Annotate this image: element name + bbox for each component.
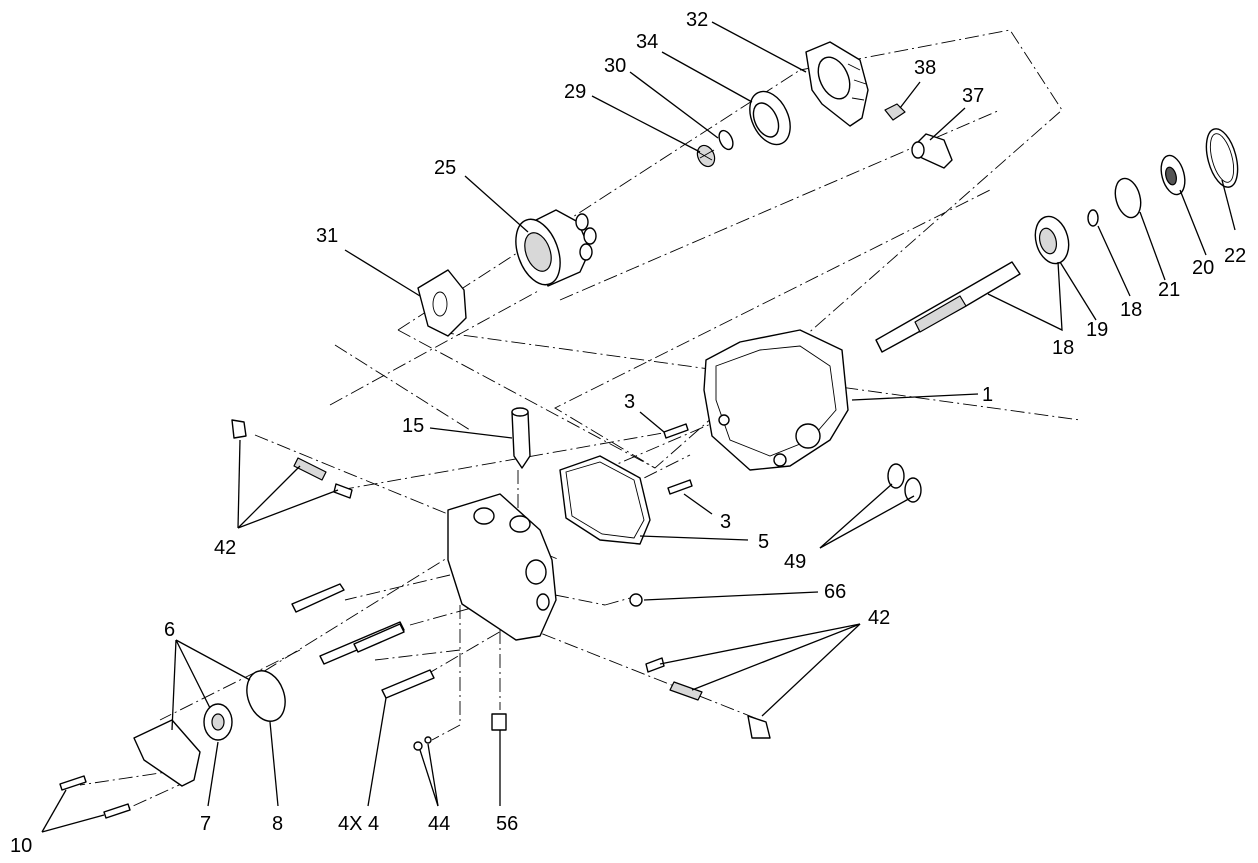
callout-37: 37	[962, 85, 984, 107]
callout-4x4: 4X 4	[338, 813, 379, 835]
part-5-gasket	[559, 455, 651, 545]
callout-25: 25	[434, 157, 456, 179]
callout-labels: 32 34 30 29 38 37 25 31 22 20 21 18 19 1…	[10, 9, 1246, 857]
part-18-washer	[1087, 209, 1099, 227]
callout-29: 29	[564, 81, 586, 103]
part-18-drive-shaft	[875, 261, 1021, 353]
callout-1: 1	[982, 384, 993, 406]
part-37-shaft	[911, 133, 953, 169]
callout-15: 15	[402, 415, 424, 437]
part-42-relief-valve-top	[231, 419, 353, 499]
callout-8: 8	[272, 813, 283, 835]
part-7-gerotor	[203, 703, 233, 741]
callout-42-lower: 42	[868, 607, 890, 629]
leader-lines	[41, 21, 1236, 833]
callout-18-shaft: 18	[1052, 337, 1074, 359]
callout-6: 6	[164, 619, 175, 641]
callout-18: 18	[1120, 299, 1142, 321]
part-44-check-ball	[413, 736, 432, 751]
part-32-cover	[805, 41, 869, 127]
callout-7: 7	[200, 813, 211, 835]
part-49-seal-and-ring	[887, 463, 922, 503]
part-29-spring	[696, 144, 716, 168]
part-21-ring	[1114, 177, 1142, 219]
callout-66: 66	[824, 581, 846, 603]
part-66-plug	[629, 593, 643, 607]
callout-5: 5	[758, 531, 769, 553]
part-30-ring	[718, 129, 734, 151]
port-block	[447, 493, 557, 641]
part-25-rotating-group	[515, 209, 597, 287]
callout-49: 49	[784, 551, 806, 573]
callout-44: 44	[428, 813, 450, 835]
part-6-cover	[133, 719, 201, 787]
callout-3-upper: 3	[624, 391, 635, 413]
callout-34: 34	[636, 31, 658, 53]
part-1-housing	[703, 329, 849, 471]
part-31-plate	[417, 269, 467, 337]
part-34-seal	[749, 90, 791, 146]
part-22-snap-ring	[1205, 128, 1239, 188]
callout-21: 21	[1158, 279, 1180, 301]
part-3-dowel-pins	[663, 423, 693, 495]
callout-10: 10	[10, 835, 32, 857]
part-56-plug	[491, 713, 507, 731]
part-19-bearing	[1034, 215, 1070, 265]
part-4-bolts	[291, 583, 435, 699]
callout-20: 20	[1192, 257, 1214, 279]
callout-38: 38	[914, 57, 936, 79]
part-20-seal	[1160, 154, 1186, 196]
callout-19: 19	[1086, 319, 1108, 341]
callout-3-lower: 3	[720, 511, 731, 533]
callout-31: 31	[316, 225, 338, 247]
callout-22: 22	[1224, 245, 1246, 267]
part-8-o-ring	[246, 670, 286, 722]
part-42-relief-valve-bottom	[645, 657, 771, 739]
part-15-valve	[511, 407, 531, 469]
callout-56: 56	[496, 813, 518, 835]
callout-42-upper: 42	[214, 537, 236, 559]
part-10-cap-screws	[59, 775, 131, 819]
callout-32: 32	[686, 9, 708, 31]
callout-30: 30	[604, 55, 626, 77]
